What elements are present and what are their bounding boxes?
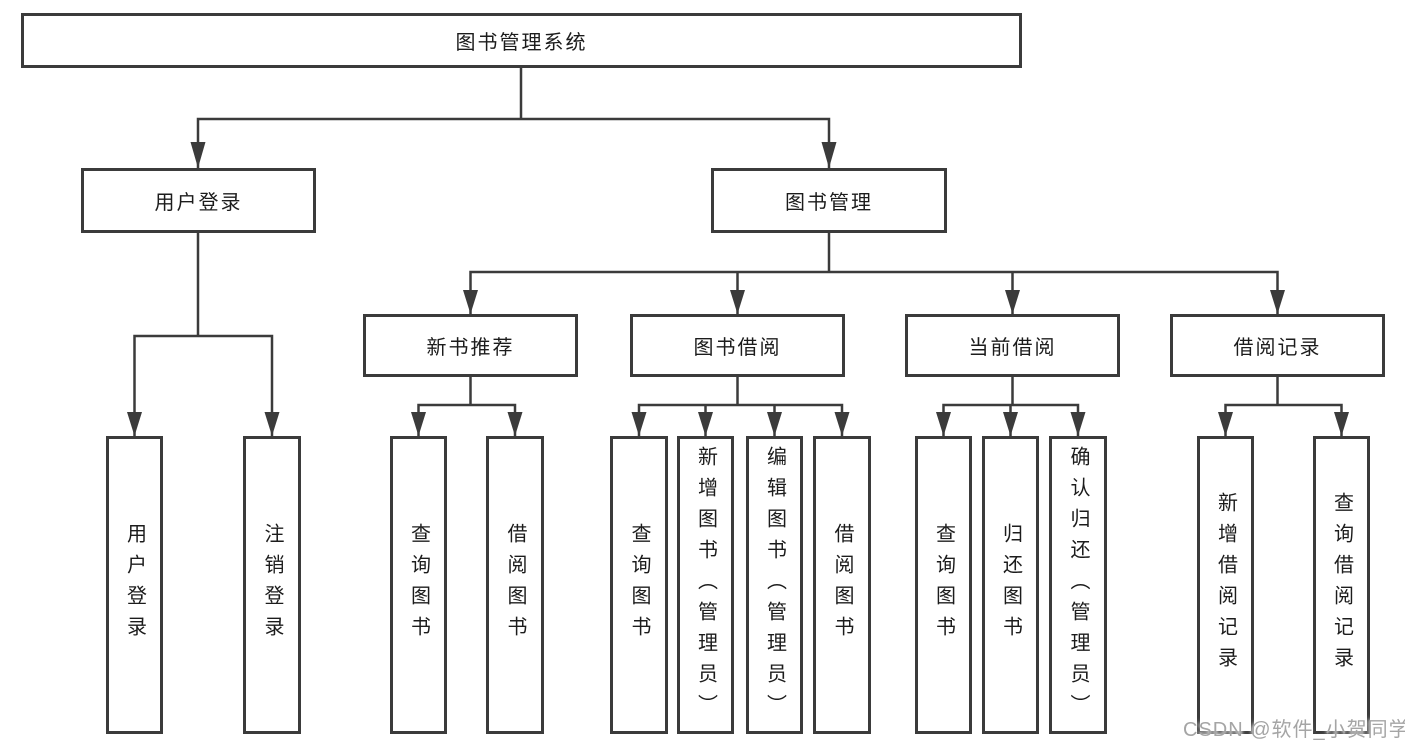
node-root: 图书管理系统	[21, 13, 1022, 68]
node-leaf-borrow-books: 借阅图书	[813, 436, 871, 734]
node-borrow-record: 借阅记录	[1170, 314, 1385, 377]
node-book-borrow-label: 图书借阅	[693, 337, 782, 359]
node-leaf-query-books-recommend: 查询图书	[390, 436, 447, 734]
leaf-label: 借阅图书	[504, 523, 526, 647]
leaf-label: 确认归还（管理员）	[1067, 445, 1089, 725]
node-leaf-logout: 注销登录	[243, 436, 301, 734]
leaf-label: 查询图书	[932, 523, 955, 647]
node-current-borrow: 当前借阅	[905, 314, 1120, 377]
node-book-management-label: 图书管理	[785, 192, 873, 214]
node-leaf-query-books-current: 查询图书	[915, 436, 972, 734]
node-leaf-add-borrow-record: 新增借阅记录	[1197, 436, 1254, 734]
leaf-label: 新增图书（管理员）	[694, 445, 717, 725]
csdn-watermark: CSDN @软件_小贺同学	[1183, 719, 1405, 741]
node-leaf-query-books-borrow: 查询图书	[610, 436, 668, 734]
leaf-label: 查询图书	[628, 523, 650, 647]
node-leaf-query-borrow-record: 查询借阅记录	[1313, 436, 1370, 734]
node-root-label: 图书管理系统	[455, 32, 588, 54]
node-borrow-record-label: 借阅记录	[1233, 337, 1322, 359]
node-leaf-add-books-admin: 新增图书（管理员）	[677, 436, 734, 734]
node-leaf-confirm-return-admin: 确认归还（管理员）	[1049, 436, 1107, 734]
node-leaf-return-books: 归还图书	[982, 436, 1039, 734]
node-book-management: 图书管理	[711, 168, 947, 233]
node-new-book-recommend-label: 新书推荐	[426, 337, 515, 359]
leaf-label: 注销登录	[261, 523, 283, 647]
node-new-book-recommend: 新书推荐	[363, 314, 578, 377]
node-leaf-borrow-books-recommend: 借阅图书	[486, 436, 544, 734]
leaf-label: 借阅图书	[831, 523, 853, 647]
node-leaf-user-login: 用户登录	[106, 436, 163, 734]
leaf-label: 新增借阅记录	[1214, 492, 1237, 678]
node-book-borrow: 图书借阅	[630, 314, 845, 377]
node-user-login: 用户登录	[81, 168, 316, 233]
node-current-borrow-label: 当前借阅	[968, 337, 1057, 359]
leaf-label: 编辑图书（管理员）	[763, 445, 786, 725]
leaf-label: 用户登录	[123, 523, 146, 647]
node-user-login-label: 用户登录	[154, 192, 243, 214]
leaf-label: 归还图书	[999, 523, 1022, 647]
node-leaf-edit-books-admin: 编辑图书（管理员）	[746, 436, 803, 734]
leaf-label: 查询图书	[407, 523, 430, 647]
leaf-label: 查询借阅记录	[1330, 492, 1353, 678]
